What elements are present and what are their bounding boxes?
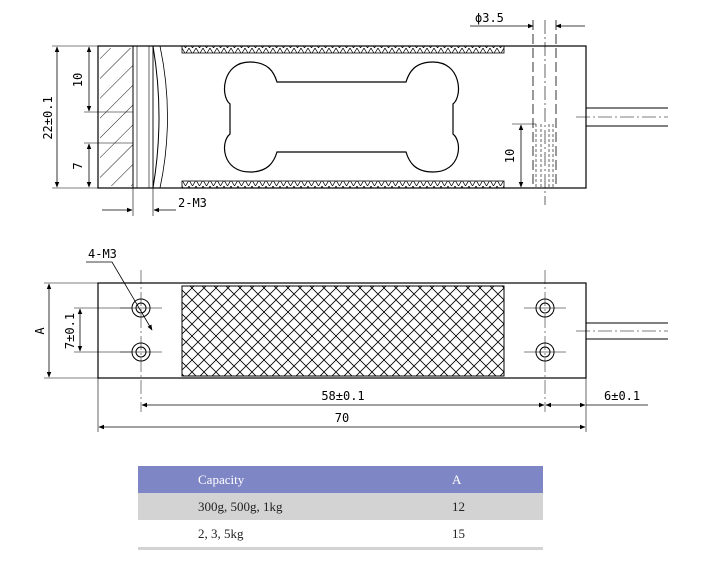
capacity-table: Capacity A 300g, 500g, 1kg 12 2, 3, 5kg … — [138, 466, 543, 550]
hole-spacing-label: 7±0.1 — [63, 313, 77, 349]
upper-offset-label: 10 — [71, 73, 85, 87]
capacity-cell: 2, 3, 5kg — [198, 525, 244, 541]
thread-label: 2-M3 — [178, 196, 207, 210]
top-gauge-strip — [181, 45, 505, 54]
table-header-row: Capacity A — [138, 466, 543, 493]
height-label: 22±0.1 — [41, 96, 55, 139]
header-a: A — [452, 471, 462, 487]
edge-offset-label: 6±0.1 — [604, 389, 640, 403]
a-value-cell: 15 — [452, 525, 465, 541]
mount-holes — [120, 270, 566, 412]
header-capacity: Capacity — [198, 471, 245, 487]
overall-length-label: 70 — [335, 411, 349, 425]
bottom-gauge-strip — [181, 180, 505, 189]
right-offset-label: 10 — [503, 149, 517, 163]
bottom-body-outline — [97, 282, 587, 379]
width-label: A — [33, 327, 47, 335]
lower-offset-label: 7 — [71, 162, 85, 169]
load-cell-drawing: ϕ3.5 22±0.1 10 7 10 2-M3 — [33, 11, 668, 432]
crosshatch-panel — [181, 285, 505, 377]
capacity-cell: 300g, 500g, 1kg — [198, 498, 283, 514]
table-row: 2, 3, 5kg 15 — [138, 520, 543, 549]
left-block-hatch — [100, 48, 133, 186]
a-value-cell: 12 — [452, 498, 465, 514]
center-cutout — [223, 61, 460, 173]
left-thread-strip — [132, 45, 154, 189]
table-row: 300g, 500g, 1kg 12 — [138, 493, 543, 520]
holes-label: 4-M3 — [88, 247, 117, 261]
bottom-view: 4-M3 A 7±0.1 58±0.1 6±0.1 70 — [33, 247, 668, 432]
top-view: ϕ3.5 22±0.1 10 7 10 2-M3 — [41, 11, 668, 216]
top-body-outline — [97, 45, 587, 189]
diameter-label: ϕ3.5 — [475, 11, 504, 25]
hole-span-label: 58±0.1 — [321, 389, 364, 403]
